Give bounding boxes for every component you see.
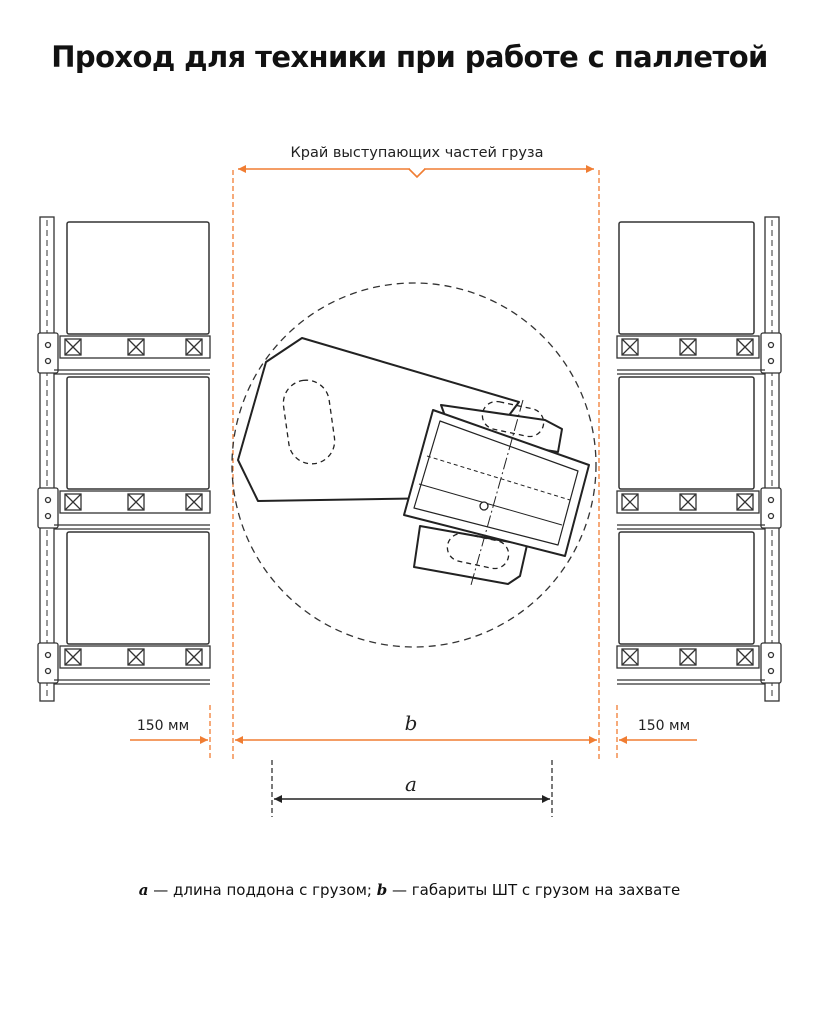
- legend-caption: a — длина поддона с грузом; b — габариты…: [0, 881, 819, 899]
- left-rack-upright: [37, 216, 59, 702]
- left-rack-tier-1: [54, 221, 211, 375]
- left-rack-tier-3: [54, 531, 211, 685]
- page-title: Проход для техники при работе с паллетой: [51, 40, 768, 74]
- load-edge-dimension: Край выступающих частей груза: [238, 145, 594, 179]
- clearance-left-dimension: 150 мм: [130, 718, 208, 744]
- clearance-right-label: 150 мм: [638, 718, 690, 734]
- right-rack-tier-2: [616, 376, 765, 530]
- dimension-b: b: [235, 711, 597, 744]
- left-rack-tier-2: [54, 376, 211, 530]
- clearance-left-label: 150 мм: [137, 718, 189, 734]
- pallet-inner: [413, 420, 579, 546]
- left-rack: [37, 216, 211, 702]
- load-edge-label: Край выступающих частей груза: [290, 145, 543, 161]
- dimension-a-label: a: [405, 772, 417, 796]
- dimension-a: a: [271, 760, 553, 817]
- forklift-with-pallet: [237, 337, 590, 586]
- right-rack-tier-1: [616, 221, 765, 375]
- legend-b-text: — габариты ШТ с грузом на захвате: [387, 881, 681, 899]
- legend-a-symbol: a: [138, 881, 149, 899]
- dimension-b-label: b: [405, 711, 418, 735]
- right-rack: [616, 216, 782, 702]
- right-rack-upright: [760, 216, 782, 702]
- legend-a-text: — длина поддона с грузом;: [148, 881, 377, 899]
- forklift-mast-slot: [282, 379, 336, 465]
- right-rack-tier-3: [616, 531, 765, 685]
- legend-b-symbol: b: [376, 881, 388, 899]
- turning-circle: [231, 282, 597, 648]
- clearance-right-dimension: 150 мм: [619, 718, 697, 744]
- fork-slot-bottom: [446, 532, 510, 570]
- fork-slot-top: [481, 400, 545, 438]
